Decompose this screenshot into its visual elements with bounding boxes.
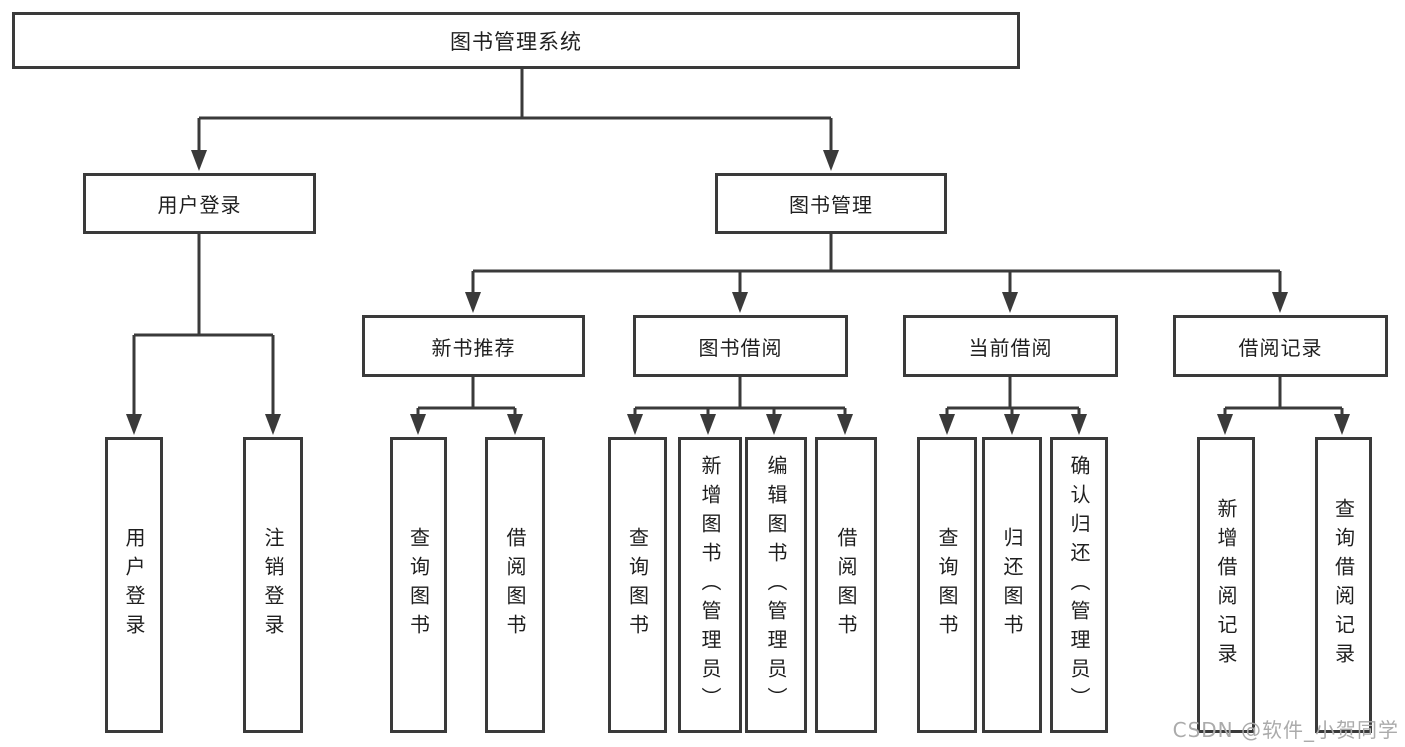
leaf-cb-query-books-label: 查询图书 (935, 527, 959, 643)
node-user-login: 用户登录 (83, 173, 316, 234)
node-current-borrowing: 当前借阅 (903, 315, 1118, 377)
connector-currentborrow-to-leaves (939, 377, 1087, 435)
leaf-nbr-borrow-books: 借阅图书 (485, 437, 545, 733)
leaf-br-add-record-label: 新增借阅记录 (1214, 498, 1238, 672)
connector-bookborrow-to-leaves (627, 377, 853, 435)
leaf-bb-query-books: 查询图书 (608, 437, 667, 733)
leaf-bb-borrow-books-label: 借阅图书 (834, 527, 858, 643)
leaf-cb-confirm-return-admin-label: 确认归还（管理员） (1067, 454, 1091, 716)
node-borrowing-records: 借阅记录 (1173, 315, 1388, 377)
connector-bookmgmt-to-level3 (465, 233, 1288, 313)
node-library-management-system: 图书管理系统 (12, 12, 1020, 69)
leaf-cb-query-books: 查询图书 (917, 437, 977, 733)
leaf-logout-label: 注销登录 (261, 527, 285, 643)
node-book-management: 图书管理 (715, 173, 947, 234)
connector-newbook-to-leaves (410, 377, 523, 435)
leaf-br-add-record: 新增借阅记录 (1197, 437, 1255, 733)
leaf-user-login-label: 用户登录 (122, 527, 146, 643)
leaf-bb-add-books-admin: 新增图书（管理员） (678, 437, 742, 733)
leaf-bb-query-books-label: 查询图书 (625, 527, 650, 643)
leaf-user-login: 用户登录 (105, 437, 163, 733)
connector-userlogin-to-leaves (126, 233, 281, 435)
leaf-br-query-record: 查询借阅记录 (1315, 437, 1372, 733)
leaf-bb-edit-books-admin-label: 编辑图书（管理员） (764, 454, 788, 716)
leaf-logout: 注销登录 (243, 437, 303, 733)
leaf-cb-confirm-return-admin: 确认归还（管理员） (1050, 437, 1108, 733)
node-book-borrowing: 图书借阅 (633, 315, 848, 377)
leaf-nbr-query-books-label: 查询图书 (406, 527, 431, 643)
leaf-bb-add-books-admin-label: 新增图书（管理员） (698, 454, 722, 716)
leaf-bb-edit-books-admin: 编辑图书（管理员） (745, 437, 807, 733)
connector-root-to-level2 (191, 68, 839, 171)
leaf-bb-borrow-books: 借阅图书 (815, 437, 877, 733)
leaf-cb-return-books: 归还图书 (982, 437, 1042, 733)
connector-records-to-leaves (1217, 377, 1350, 435)
csdn-watermark: CSDN @软件_小贺同学 (1172, 718, 1399, 742)
leaf-nbr-borrow-books-label: 借阅图书 (503, 527, 527, 643)
leaf-nbr-query-books: 查询图书 (390, 437, 447, 733)
node-new-book-recommend: 新书推荐 (362, 315, 585, 377)
leaf-br-query-record-label: 查询借阅记录 (1331, 498, 1356, 672)
leaf-cb-return-books-label: 归还图书 (1000, 527, 1024, 643)
